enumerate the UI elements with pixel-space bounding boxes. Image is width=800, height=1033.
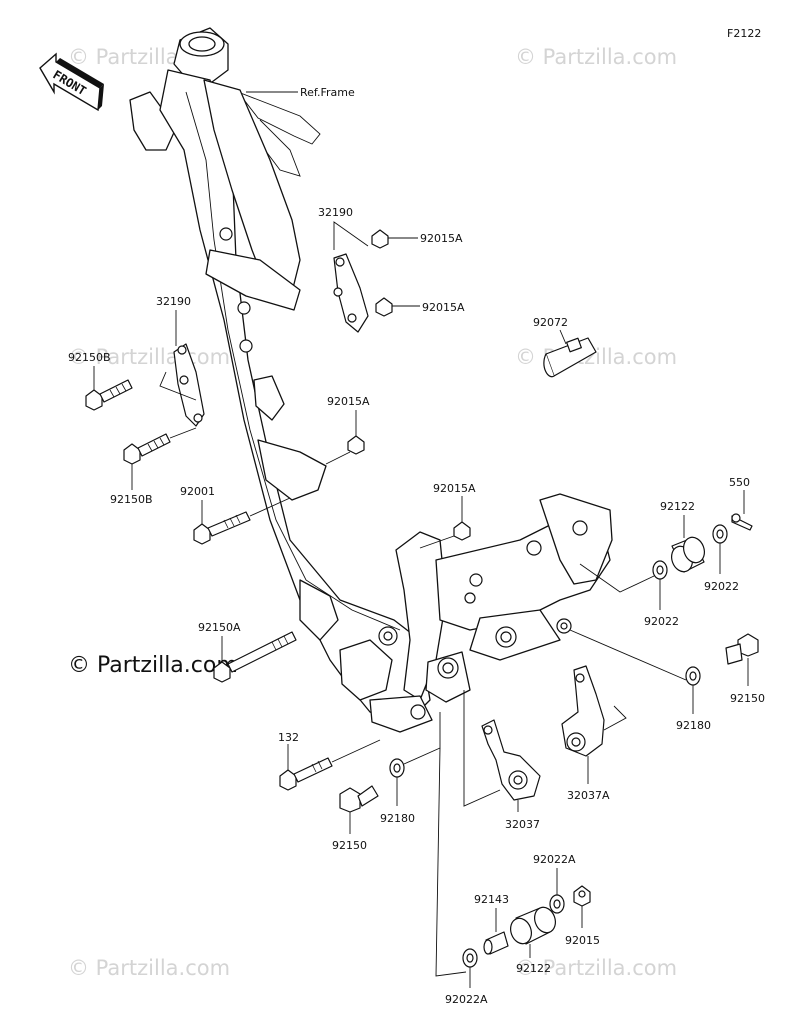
watermark: © Partzilla.com	[68, 956, 230, 980]
part-92022a-lower	[462, 948, 478, 988]
part-32037	[463, 690, 541, 812]
label-92180: 92180	[676, 719, 711, 732]
watermark-dark: © Partzilla.com	[68, 653, 238, 678]
label-92022: 92022	[644, 615, 679, 628]
label-92022: 92022	[704, 580, 739, 593]
label-92150b: 92150B	[110, 493, 153, 506]
part-92180-right	[569, 629, 701, 714]
part-32190-upper	[333, 221, 369, 333]
part-92150-lower	[339, 785, 379, 834]
part-92022-b	[579, 560, 668, 610]
part-92150b-1	[85, 366, 133, 411]
label-550: 550	[729, 476, 750, 489]
label-92143: 92143	[474, 893, 509, 906]
part-92015	[573, 885, 591, 928]
label-92150: 92150	[730, 692, 765, 705]
part-550	[731, 490, 753, 531]
label-32190: 32190	[318, 206, 353, 219]
label-92150a: 92150A	[198, 621, 241, 634]
label-92022a: 92022A	[533, 853, 576, 866]
label-92015a: 92015A	[420, 232, 463, 245]
label-92015a: 92015A	[433, 482, 476, 495]
label-92122: 92122	[660, 500, 695, 513]
part-92015a-3	[325, 410, 365, 465]
part-92150-right	[725, 633, 759, 686]
front-arrow-icon: FRONT	[39, 52, 104, 112]
watermark: © Partzilla.com	[515, 45, 677, 69]
watermarks: © Partzilla.com © Partzilla.com © Partzi…	[68, 45, 677, 980]
part-92122-lower	[510, 906, 556, 958]
label-32037: 32037	[505, 818, 540, 831]
part-92015a-4	[419, 496, 471, 549]
part-32190-left	[159, 310, 205, 427]
label-92150b: 92150B	[68, 351, 111, 364]
watermark: © Partzilla.com	[515, 956, 677, 980]
label-32037a: 32037A	[567, 789, 610, 802]
part-92180-lower	[389, 712, 441, 806]
part-92122-upper	[671, 515, 705, 573]
part-32037a	[561, 665, 627, 784]
label-92022a: 92022A	[445, 993, 488, 1006]
part-132	[279, 739, 381, 791]
label-132: 132	[278, 731, 299, 744]
part-92022-a	[712, 524, 728, 574]
part-92001	[193, 497, 291, 545]
label-92072: 92072	[533, 316, 568, 329]
part-92022a-upper	[549, 868, 565, 914]
part-92143	[483, 908, 509, 955]
label-92122: 92122	[516, 962, 551, 975]
part-92072	[543, 329, 597, 378]
part-92150a	[213, 631, 297, 683]
label-32190: 32190	[156, 295, 191, 308]
label-92015a: 92015A	[422, 301, 465, 314]
label-92150: 92150	[332, 839, 367, 852]
label-92015: 92015	[565, 934, 600, 947]
label-92001: 92001	[180, 485, 215, 498]
watermark: © Partzilla.com	[68, 345, 230, 369]
label-92180: 92180	[380, 812, 415, 825]
watermark: © Partzilla.com	[515, 345, 677, 369]
label-92015a: 92015A	[327, 395, 370, 408]
frame	[129, 27, 613, 733]
diagram-code: F2122	[727, 27, 761, 40]
part-92015a-1	[371, 229, 418, 249]
part-92015a-2	[375, 297, 420, 317]
part-92150b-2	[123, 427, 197, 490]
ref-frame-label: Ref.Frame	[300, 86, 355, 99]
